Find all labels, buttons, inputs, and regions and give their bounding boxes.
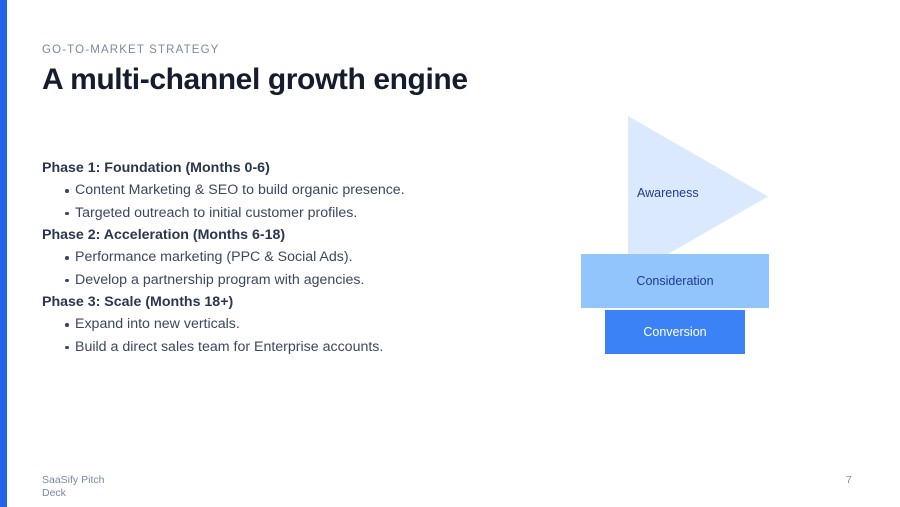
phase-heading-2: Phase 2: Acceleration (Months 6-18) [42,227,286,243]
left-accent-bar [0,0,7,507]
funnel-stage-consideration: Consideration [581,254,769,308]
funnel-stage-consideration-label: Consideration [636,274,714,288]
list-item: Targeted outreach to initial customer pr… [42,202,482,225]
list-item: Performance marketing (PPC & Social Ads)… [42,246,482,269]
list-item: Develop a partnership program with agenc… [42,269,482,292]
list-item: Expand into new verticals. [42,313,482,336]
phase-bullets-1: Content Marketing & SEO to build organic… [42,179,482,224]
footer-page-number: 7 [846,474,852,486]
phase-bullets-2: Performance marketing (PPC & Social Ads)… [42,246,482,291]
list-item: Content Marketing & SEO to build organic… [42,179,482,202]
phase-bullets-3: Expand into new verticals. Build a direc… [42,313,482,358]
list-item: Build a direct sales team for Enterprise… [42,336,482,359]
phases-list: Phase 1: Foundation (Months 0-6) Content… [42,157,482,358]
funnel-stage-conversion: Conversion [605,310,745,354]
footer-deck-name-line1: SaaSify Pitch [42,474,105,486]
phase-heading-1: Phase 1: Foundation (Months 0-6) [42,160,270,176]
footer-deck-name: SaaSify Pitch Deck [42,474,162,499]
funnel-stage-conversion-label: Conversion [643,325,707,339]
slide-eyebrow: GO-TO-MARKET STRATEGY [42,44,220,56]
phase-heading-3: Phase 3: Scale (Months 18+) [42,294,234,310]
funnel-stage-awareness-label: Awareness [637,186,699,200]
funnel-stage-awareness-shape [628,116,768,277]
slide-title: A multi-channel growth engine [42,63,468,96]
footer-deck-name-line2: Deck [42,486,66,499]
funnel-diagram: Awareness Consideration Conversion [575,108,785,363]
